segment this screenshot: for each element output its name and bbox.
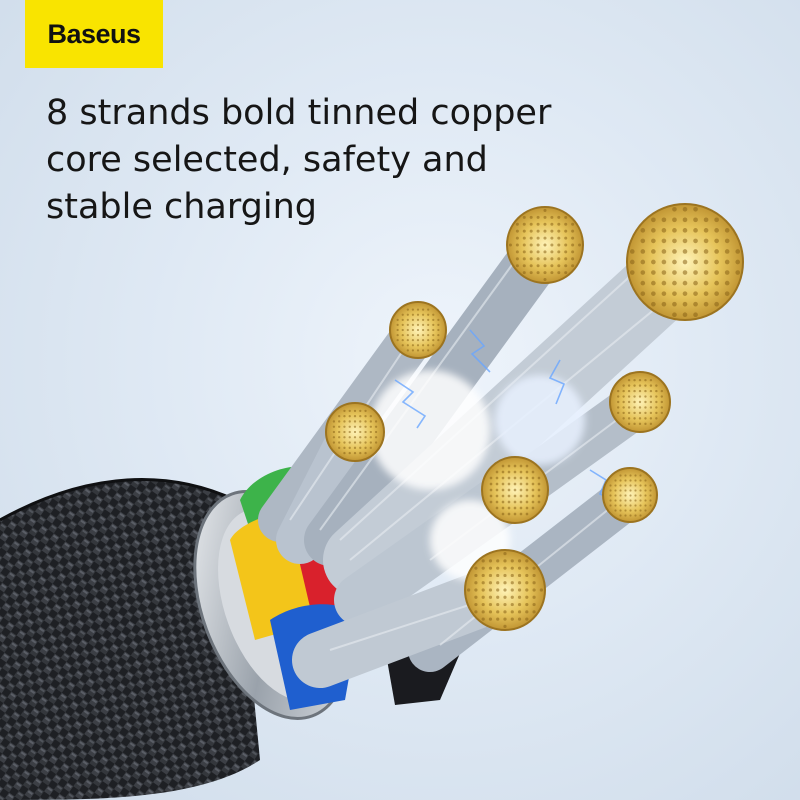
headline-line-3: stable charging bbox=[46, 187, 317, 227]
headline-line-2: core selected, safety and bbox=[46, 140, 488, 180]
baseus-logo: Baseus bbox=[25, 0, 163, 68]
brand-name: Baseus bbox=[47, 18, 141, 49]
headline-line-1: 8 strands bold tinned copper bbox=[46, 93, 552, 133]
headline: 8 strands bold tinned copper core select… bbox=[46, 90, 606, 231]
